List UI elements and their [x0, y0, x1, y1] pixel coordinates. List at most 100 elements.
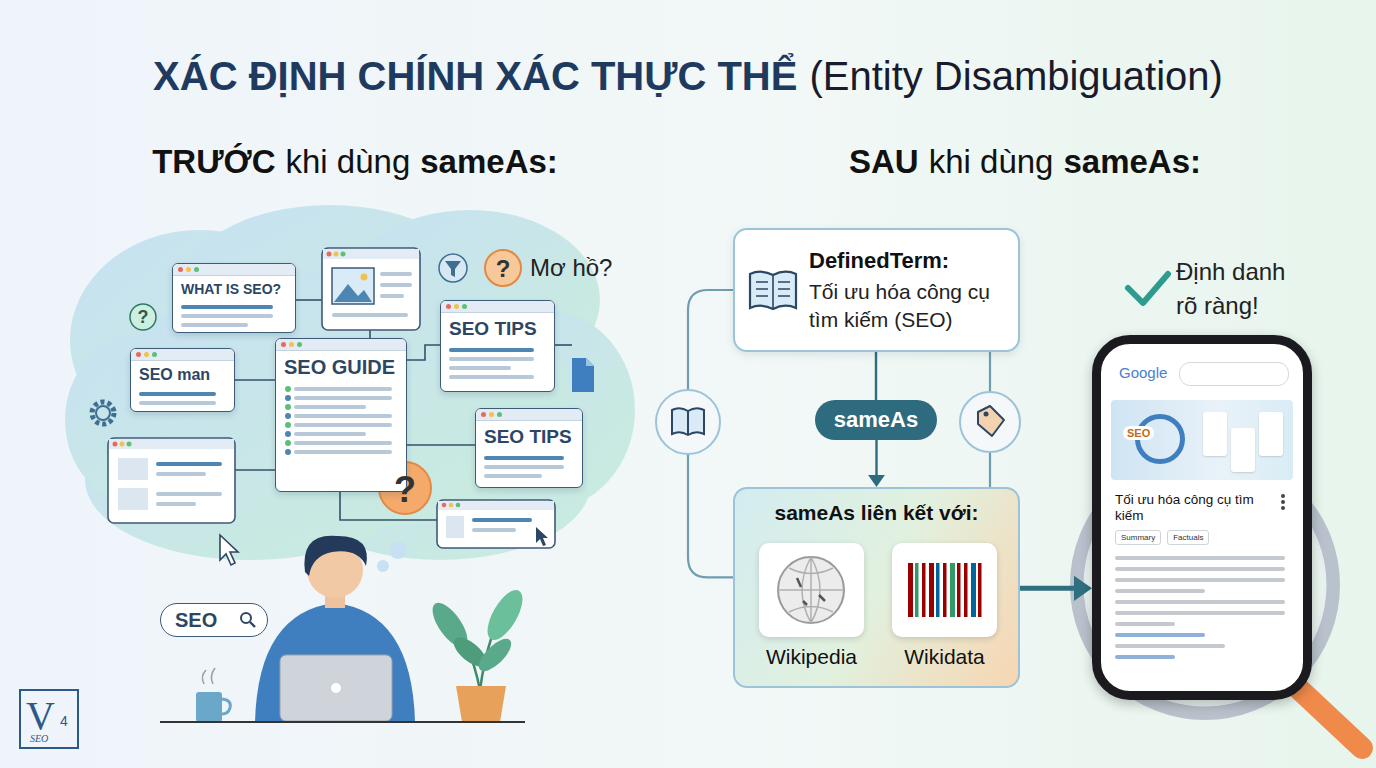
bar-stripe: [978, 563, 982, 617]
text-line: [181, 323, 248, 327]
search-icon: [239, 611, 257, 629]
tag-icon: [960, 392, 1020, 452]
cloud: [65, 205, 635, 560]
person: [255, 536, 415, 722]
bullet: [285, 449, 291, 455]
label: Định danh rõ ràng!: [1176, 255, 1306, 323]
chip-row: SummaryFactuals: [1115, 530, 1209, 545]
window-dot: [178, 267, 183, 272]
text-line: [1115, 655, 1175, 659]
logo-frame: [20, 690, 78, 748]
term-heading: DefinedTerm:: [809, 248, 1004, 274]
connector-line: [1020, 586, 1078, 591]
window-heading: WHAT IS SEO?: [173, 276, 295, 300]
book: [750, 272, 796, 309]
globe-lines: [778, 557, 844, 623]
text-line: [449, 366, 511, 370]
book-lines: [756, 275, 790, 309]
subtitle: TRƯỚCkhi dùngsameAs:: [70, 143, 640, 181]
bullet: [285, 404, 291, 410]
wikipedia-globe: [759, 543, 864, 637]
google-wordmark: Google: [1119, 364, 1167, 381]
win-node: WHAT IS SEO?: [172, 263, 296, 333]
wikidata-barcode: [892, 543, 997, 637]
mug: [196, 668, 230, 722]
window-dot: [297, 342, 302, 347]
share-icon: [1281, 494, 1285, 498]
text-line: [484, 456, 564, 460]
bullet: [285, 386, 291, 392]
label: SEO: [1123, 426, 1154, 440]
image-window: [322, 248, 420, 330]
panel-graphic: [1259, 412, 1283, 456]
plain-window: [437, 500, 555, 548]
term-node: DefinedTerm:Tối ưu hóa công cụ tìm kiếm …: [733, 228, 1020, 352]
bar-stripe: [950, 563, 955, 617]
connector-line: [875, 440, 877, 477]
bar-stripe: [964, 563, 968, 617]
connector-line: [875, 352, 877, 400]
bar-stripe: [971, 563, 976, 617]
text-line: [294, 441, 392, 445]
window-dot: [489, 412, 494, 417]
bar-stripe: [929, 563, 934, 617]
text-line: [294, 423, 392, 427]
bar-stripe: [943, 563, 947, 617]
text-line: [1115, 578, 1285, 582]
text-line: [1115, 611, 1285, 615]
text-line: [294, 396, 392, 400]
result-title: Tối ưu hóa công cụ tìm kiếm: [1115, 492, 1265, 524]
text-line: [139, 392, 216, 396]
title-suffix: (Entity Disambiguation): [809, 54, 1223, 98]
window-dot: [281, 342, 286, 347]
win-node: SEO TIPS: [475, 408, 583, 488]
window-dot: [454, 304, 459, 309]
connector: [1020, 576, 1092, 601]
title-bar: [131, 349, 234, 361]
window-heading: SEO man: [131, 361, 234, 387]
handle: [250, 622, 255, 627]
title: XÁC ĐỊNH CHÍNH XÁC THỰC THỂ: [153, 54, 797, 98]
group-heading: sameAs liên kết với:: [745, 501, 1008, 525]
text-line: [294, 414, 392, 418]
cursor: [220, 535, 238, 565]
search-text: SEO: [175, 609, 217, 632]
text-line: [294, 387, 392, 391]
window-heading: SEO TIPS: [441, 313, 554, 343]
search-node: SEO: [160, 603, 268, 637]
label: 4: [60, 713, 68, 729]
pill-node: sameAs: [815, 400, 937, 440]
filter-icon: [439, 254, 467, 282]
text-line: [1115, 633, 1205, 637]
thought-bubble: [377, 560, 389, 572]
arrow-head: [1074, 576, 1092, 601]
text-line: [449, 357, 534, 361]
text-line: [1115, 556, 1285, 560]
logo-tile: [892, 543, 997, 637]
subtitle-part: khi dùng: [286, 143, 411, 181]
title-bar: [173, 264, 295, 276]
window-heading: SEO TIPS: [476, 421, 582, 451]
subtitle-part: TRƯỚC: [152, 143, 275, 181]
text-line: [1115, 600, 1285, 604]
plain-window: [108, 438, 235, 523]
laptop: [280, 655, 392, 721]
bar-stripe: [922, 563, 926, 617]
label: SEO: [30, 733, 48, 744]
win-node: SEO TIPS: [440, 300, 555, 392]
title-bar: [476, 409, 582, 421]
logo-tile: [759, 543, 864, 637]
lens: [241, 613, 251, 623]
doc-icon: [572, 358, 594, 392]
bullet: [285, 395, 291, 401]
search-bar: [1179, 362, 1289, 386]
text-line: [294, 405, 366, 409]
text-line: [294, 450, 392, 454]
text-line: [1115, 644, 1225, 648]
magnifier: [1077, 457, 1362, 748]
text-line: [449, 375, 534, 379]
label: V: [26, 692, 55, 739]
gear-icon: [92, 402, 114, 424]
card-node: Wikidata: [892, 543, 997, 671]
